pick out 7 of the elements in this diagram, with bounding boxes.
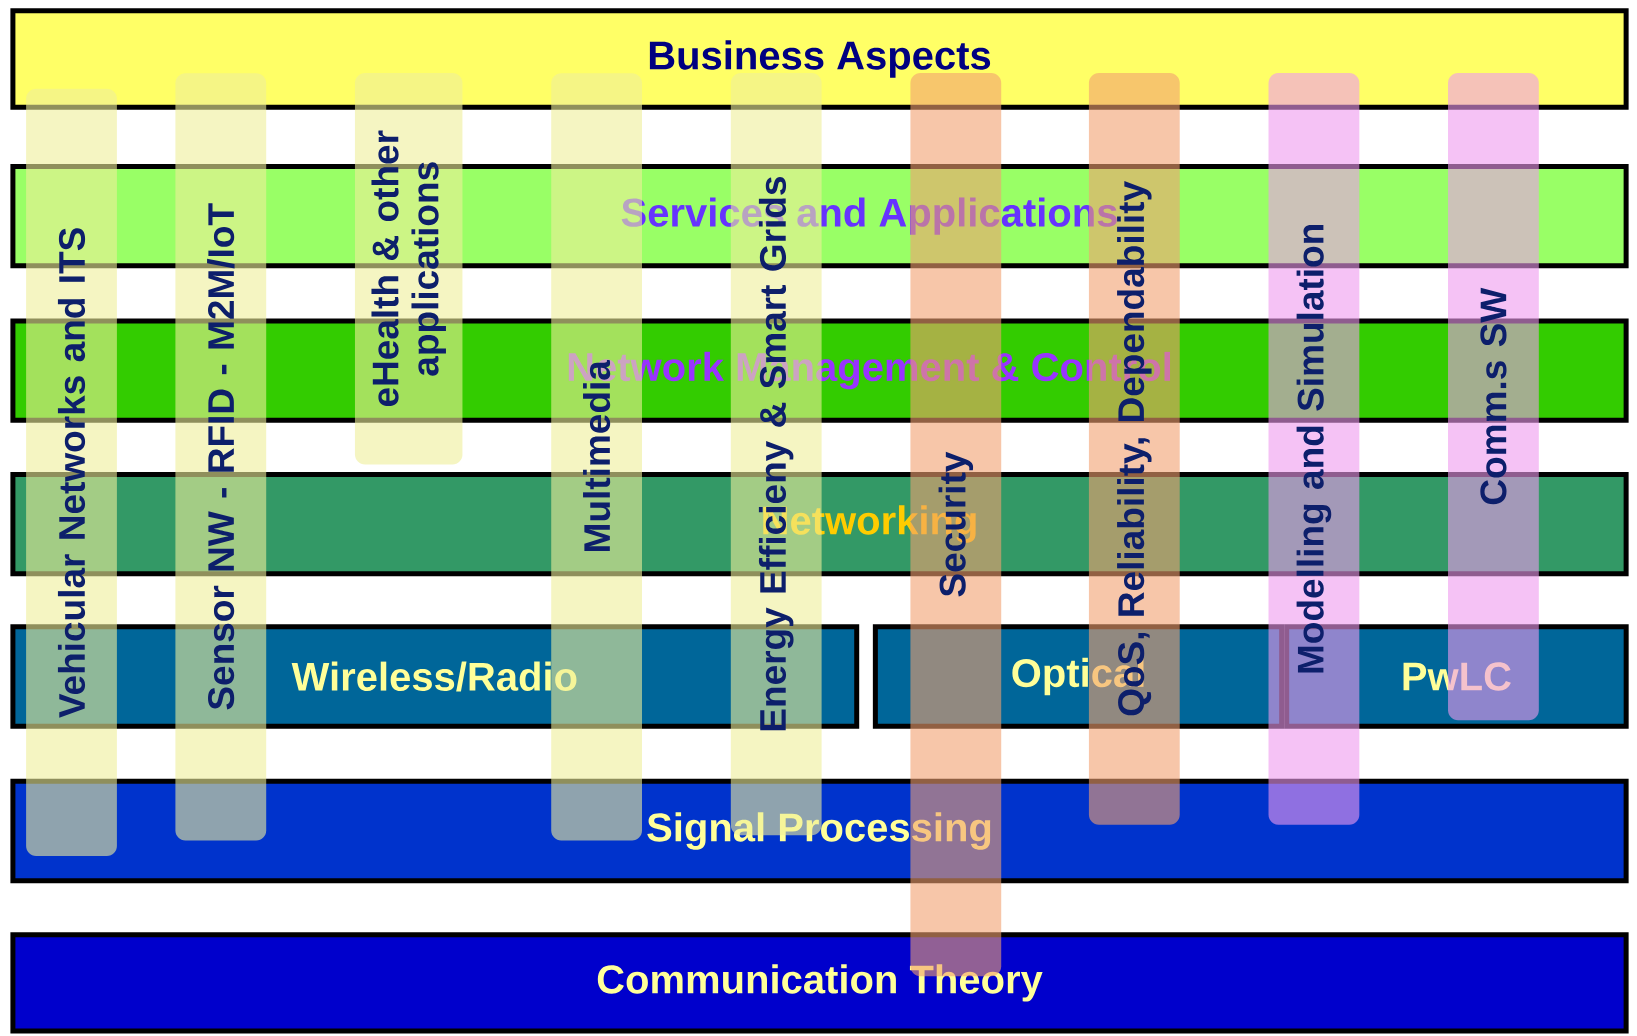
layer-band: Business Aspects: [10, 8, 1629, 110]
layer-band: Communication Theory: [10, 932, 1629, 1034]
vertical-pillar: Vehicular Networks and ITS: [26, 88, 117, 857]
layer-band: Signal Processing: [10, 778, 1629, 884]
vertical-pillar: Sensor NW - RFID - M2M/IoT: [175, 73, 267, 841]
vertical-pillar: eHealth & other applications: [354, 73, 463, 465]
vertical-pillar: Modelling and Simulation: [1268, 73, 1360, 825]
